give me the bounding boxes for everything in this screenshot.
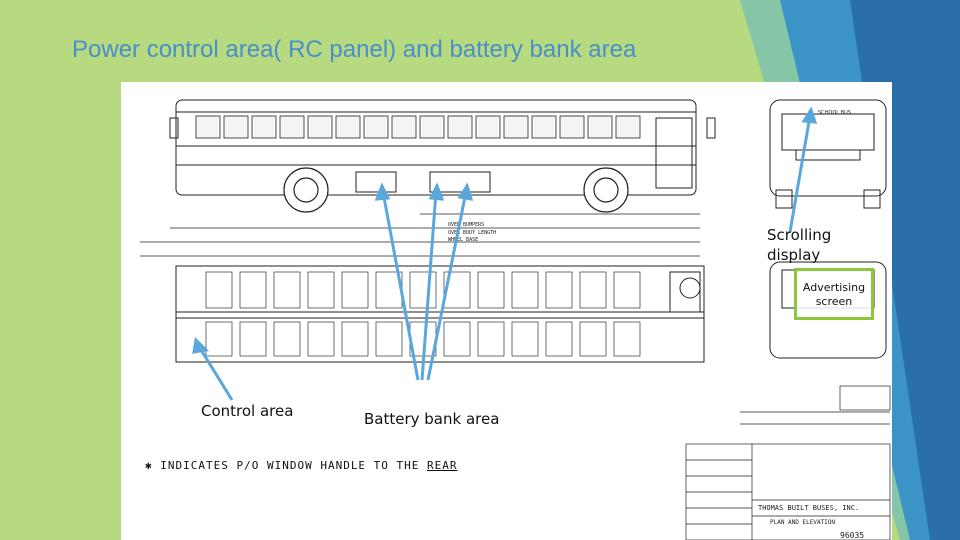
side-elevation <box>169 99 716 196</box>
title-block <box>685 385 891 540</box>
dim-wheelbase-label: WHEEL BASE <box>448 237 478 243</box>
label-advertising-screen: Advertising screen <box>802 281 866 308</box>
note-asterisk: ✱ <box>145 459 161 472</box>
advertising-screen-box: Advertising screen <box>794 268 874 320</box>
front-sign-label: SCHOOL BUS <box>818 110 851 116</box>
label-control-area: Control area <box>201 402 294 420</box>
note-text: INDICATES P/O WINDOW HANDLE TO THE <box>160 459 420 472</box>
note-emphasis: REAR <box>427 459 458 472</box>
slide-title: Power control area( RC panel) and batter… <box>72 36 637 63</box>
drawing-note: ✱ INDICATES P/O WINDOW HANDLE TO THE REA… <box>145 459 458 472</box>
plan-seats <box>205 271 641 357</box>
plan-view <box>175 265 705 363</box>
blueprint-sheet <box>121 82 892 540</box>
label-battery-bank-area: Battery bank area <box>364 410 500 428</box>
label-scrolling-display: Scrolling display <box>767 226 832 264</box>
side-windows <box>195 115 641 139</box>
front-view-top <box>769 99 887 209</box>
side-wheels <box>283 167 629 213</box>
title-block-company: THOMAS BUILT BUSES, INC. <box>758 504 859 512</box>
dim-overall-label: OVER BUMPERS <box>448 222 484 228</box>
title-block-title: PLAN AND ELEVATION <box>770 519 835 526</box>
dimension-lines <box>140 213 700 257</box>
dim-body-label: OVER BODY LENGTH <box>448 230 496 236</box>
title-block-number: 96035 <box>840 531 864 540</box>
callout-arrows <box>192 106 818 401</box>
